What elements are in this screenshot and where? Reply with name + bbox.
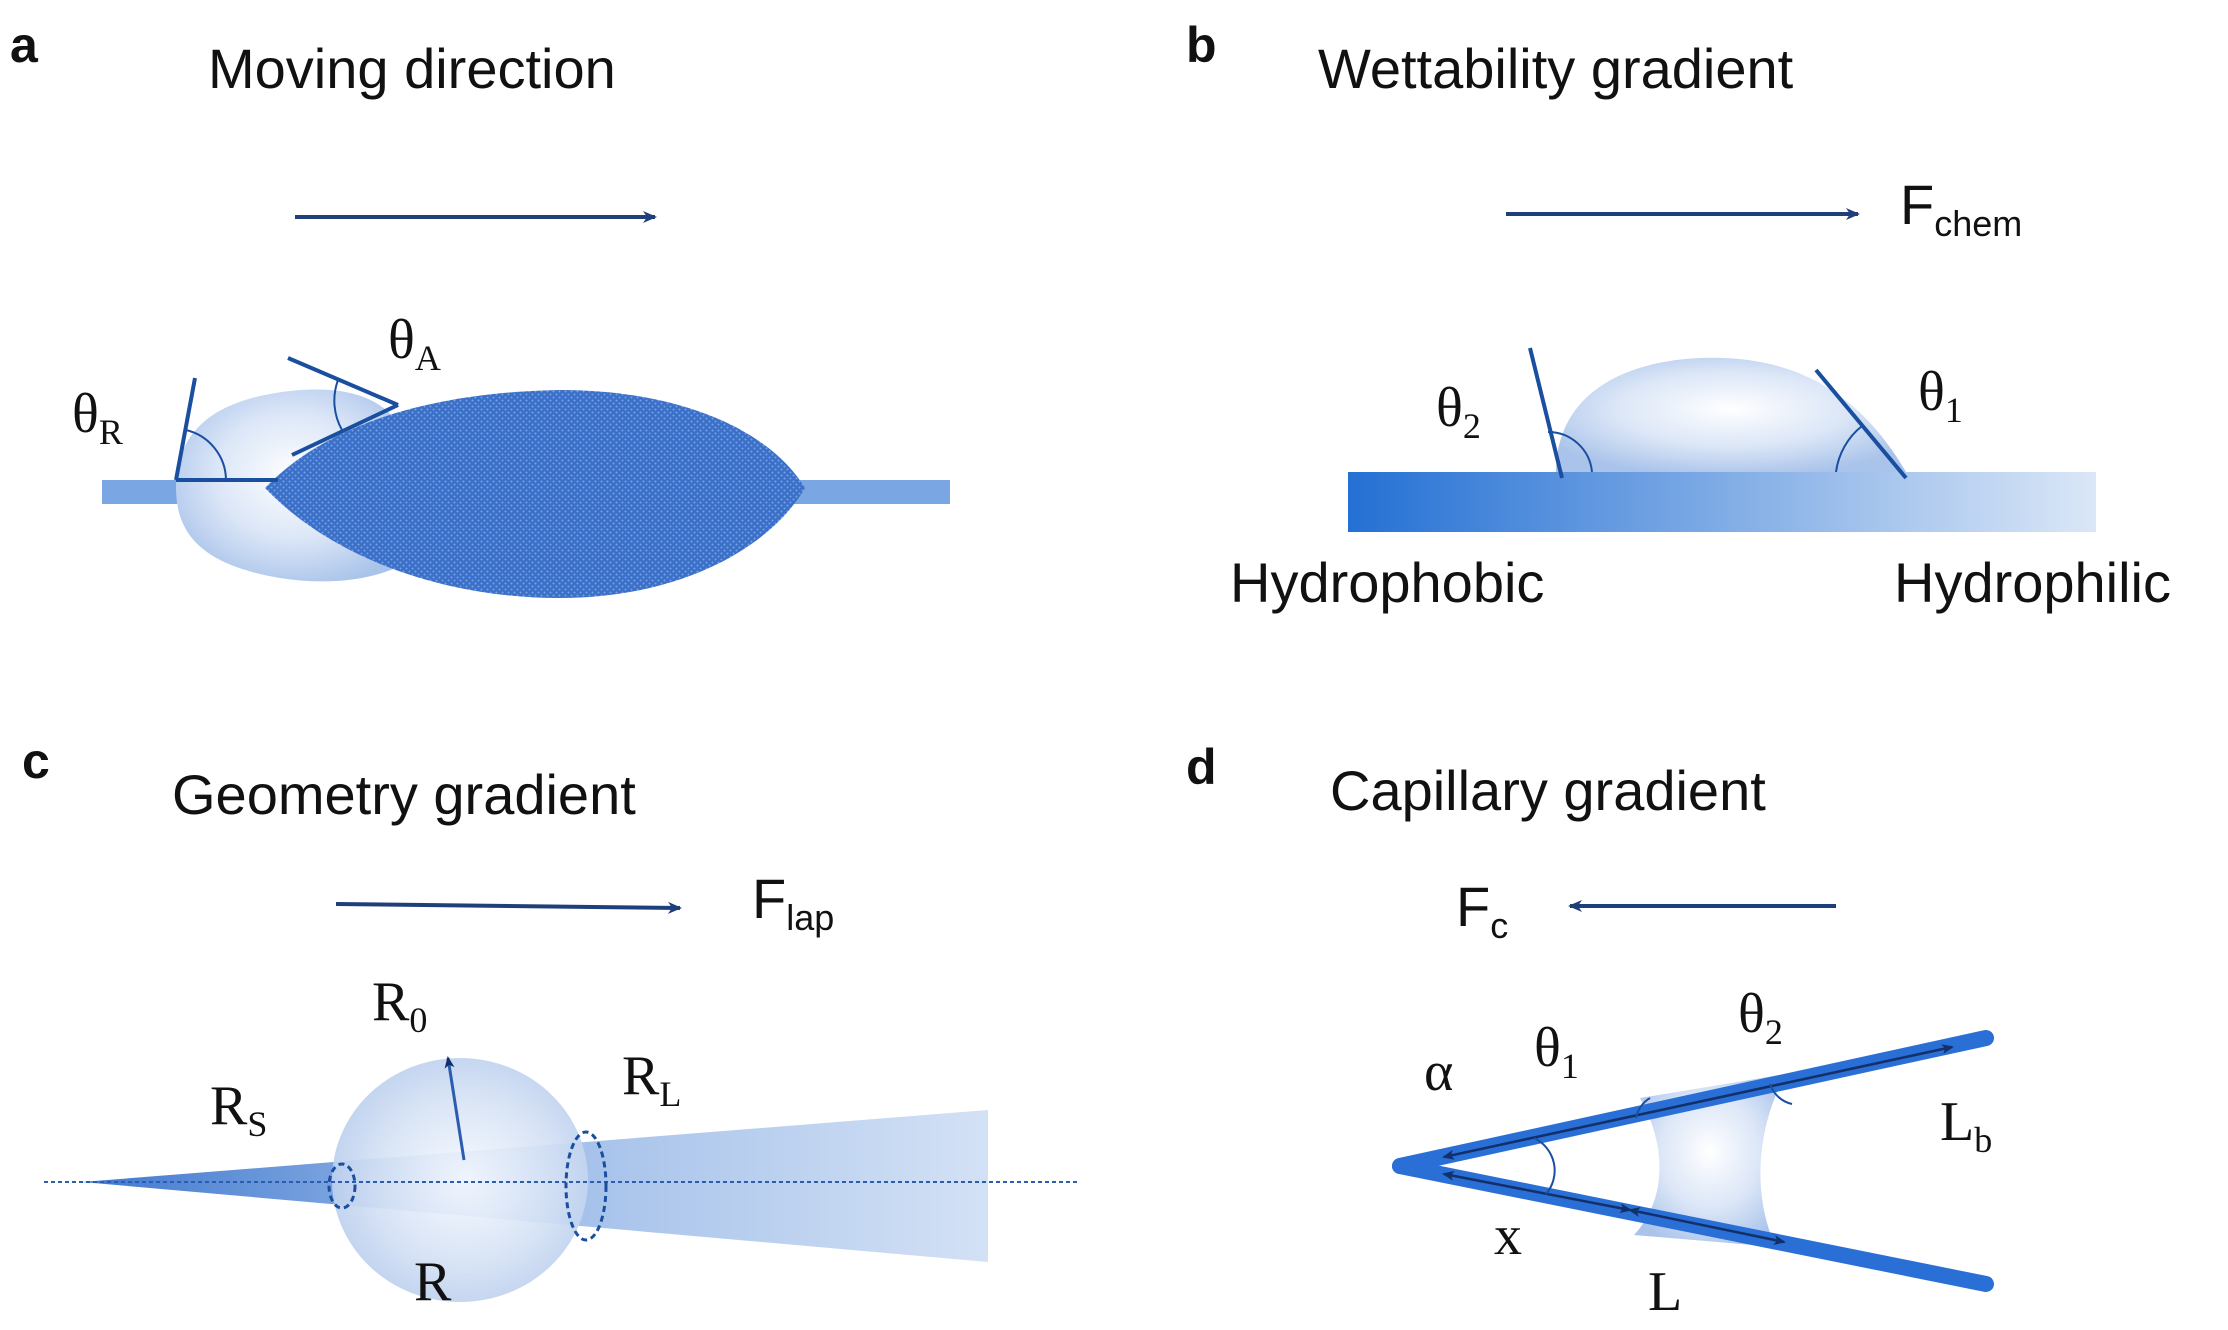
radius-r0-arrow (444, 1056, 466, 1161)
r-label: R (414, 1251, 452, 1313)
theta-1-arc-d (1533, 1137, 1556, 1195)
theta-1-arc (1835, 425, 1863, 473)
panel-b-label: b (1186, 17, 1217, 73)
wettability-droplet (1556, 357, 1906, 472)
lb-label: Lb (1940, 1091, 1992, 1160)
panel-b: b Wettability gradient Fchem θ2 θ1 Hydro… (1186, 17, 2171, 614)
advancing-angle-arc (333, 379, 343, 431)
theta-r-label: θR (72, 383, 123, 452)
small-radius-circle (327, 1162, 357, 1210)
theta-1-label-b: θ1 (1918, 361, 1963, 430)
advancing-surface-line (291, 403, 399, 457)
theta-1-label-d: θ1 (1534, 1017, 1579, 1086)
f-chem-label: Fchem (1900, 173, 2022, 244)
x-label: x (1494, 1205, 1522, 1267)
wettability-gradient-substrate (1348, 472, 2096, 532)
receding-tangent-line (174, 377, 197, 481)
r0-label: R0 (372, 971, 427, 1040)
large-radius-circle (564, 1130, 608, 1242)
advancing-tangent-line (287, 356, 399, 407)
panel-c-title: Geometry gradient (172, 763, 636, 826)
rs-label: RS (210, 1075, 267, 1144)
panel-c: c Geometry gradient Flap R0 RS RL R (22, 733, 1080, 1313)
receding-angle-arc (185, 429, 227, 481)
theta-2-label-d: θ2 (1738, 983, 1783, 1052)
panel-d-title: Capillary gradient (1330, 759, 1766, 822)
laplace-force-arrow (335, 901, 682, 914)
theta-1-tangent (1814, 368, 1908, 480)
l-dimension-arrow (1628, 1207, 1786, 1245)
panel-d: d Capillary gradient Fc α θ1 θ2 Lb x L (1186, 739, 1994, 1323)
theta-2-tangent (1528, 347, 1564, 479)
theta-a-label: θA (388, 309, 441, 378)
f-lap-label: Flap (752, 867, 834, 938)
bridge-left-arc (1635, 1097, 1651, 1119)
lb-dimension-arrow (1442, 1044, 1954, 1160)
geometry-droplet (332, 1058, 588, 1302)
theta-2-arc (1547, 430, 1593, 473)
panel-c-label: c (22, 733, 50, 789)
panel-d-label: d (1186, 739, 1217, 795)
alpha-label: α (1424, 1041, 1453, 1103)
hydrophilic-label: Hydrophilic (1894, 551, 2171, 614)
panel-b-title: Wettability gradient (1318, 37, 1794, 100)
advancing-droplet (265, 390, 805, 598)
panel-a: a Moving direction θR θA (10, 17, 950, 598)
hydrophobic-label: Hydrophobic (1230, 551, 1544, 614)
x-dimension-arrow (1442, 1170, 1632, 1214)
l-label: L (1648, 1261, 1682, 1323)
rl-label: RL (622, 1045, 681, 1114)
theta-2-label-b: θ2 (1436, 377, 1481, 446)
panel-a-label: a (10, 17, 39, 73)
bridge-right-arc (1769, 1083, 1793, 1105)
f-c-label: Fc (1456, 875, 1508, 946)
panel-a-title: Moving direction (208, 37, 616, 100)
